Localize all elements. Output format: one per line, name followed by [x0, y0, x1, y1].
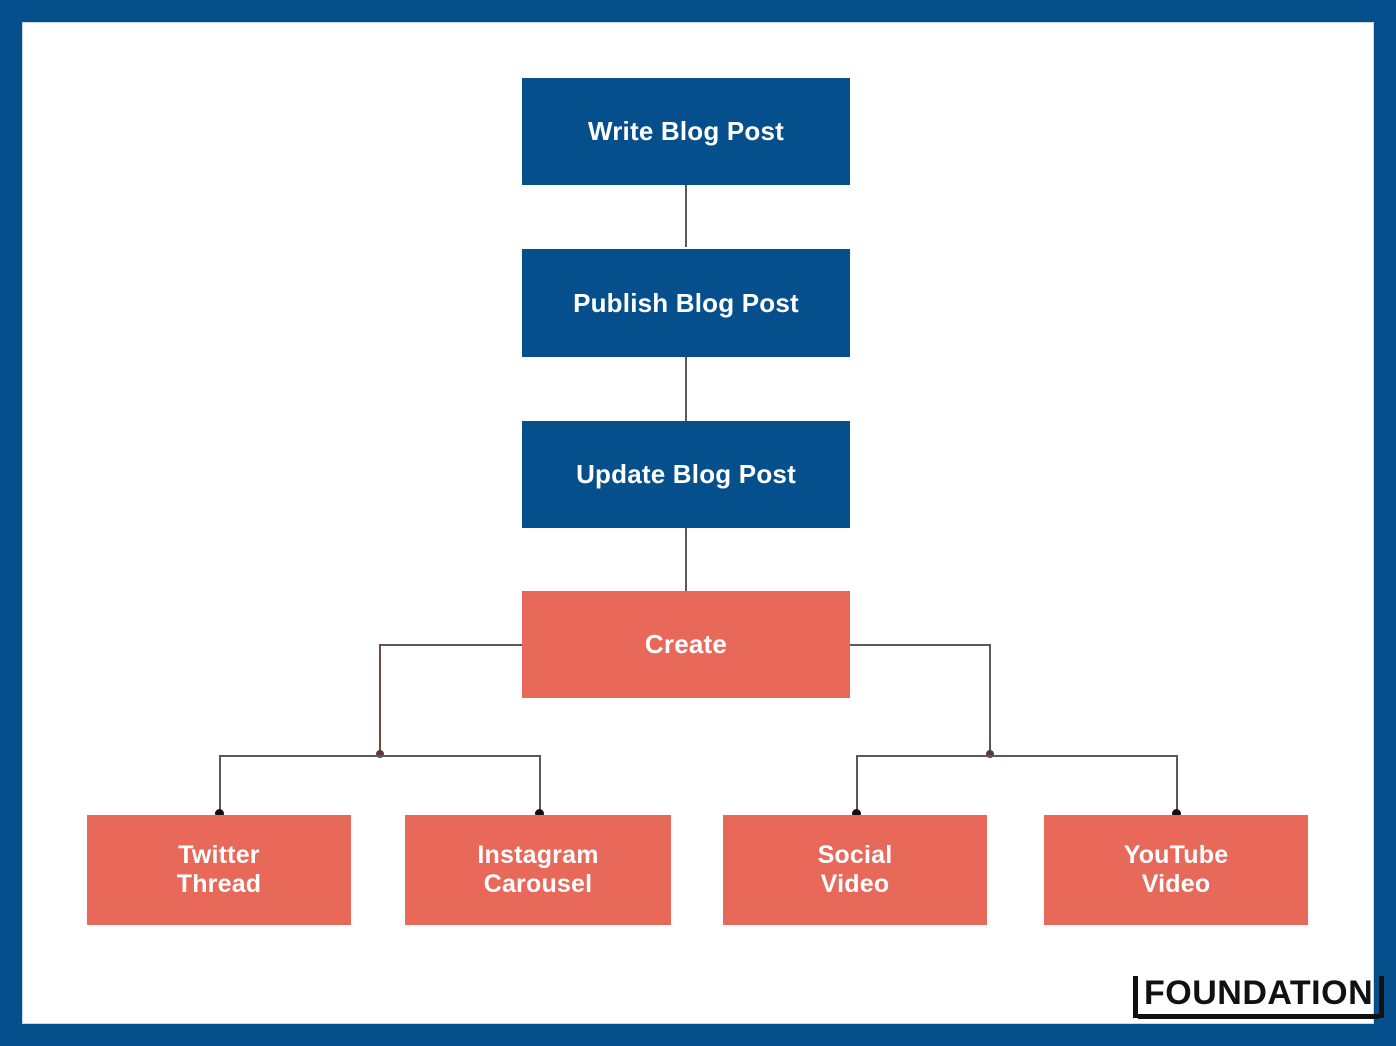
node-write-blog-post-label: Write Blog Post — [587, 116, 785, 147]
edge-to-youtube-video — [1176, 755, 1178, 815]
foundation-logo: FOUNDATION — [1133, 974, 1385, 1020]
node-instagram-carousel-label: Instagram Carousel — [477, 840, 599, 899]
edge-left-split-bar — [219, 755, 541, 757]
edge-to-instagram-carousel — [539, 755, 541, 815]
node-social-video-label: Social Video — [817, 840, 893, 899]
node-create-label: Create — [644, 629, 728, 660]
logo-right-bar — [1379, 976, 1385, 1018]
node-publish-blog-post[interactable]: Publish Blog Post — [522, 249, 850, 357]
edge-update-to-create — [685, 528, 687, 591]
arrow-dot-twitter-thread — [215, 809, 224, 818]
arrow-dot-instagram-carousel — [535, 809, 544, 818]
logo-wordmark: FOUNDATION — [1138, 975, 1380, 1019]
junction-dot-left — [376, 750, 384, 758]
edge-create-right-stem — [849, 644, 991, 646]
node-twitter-thread-label: Twitter Thread — [176, 840, 262, 899]
node-update-blog-post-label: Update Blog Post — [576, 459, 796, 490]
edge-publish-to-update — [685, 357, 687, 422]
edge-create-left-drop — [379, 644, 381, 756]
node-instagram-carousel[interactable]: Instagram Carousel — [405, 815, 671, 925]
edge-create-left-stem — [379, 644, 524, 646]
arrow-dot-youtube-video — [1172, 809, 1181, 818]
node-publish-blog-post-label: Publish Blog Post — [573, 287, 799, 318]
logo-left-bar — [1133, 976, 1138, 1018]
node-twitter-thread[interactable]: Twitter Thread — [87, 815, 351, 925]
node-write-blog-post[interactable]: Write Blog Post — [522, 78, 850, 185]
node-update-blog-post[interactable]: Update Blog Post — [522, 421, 850, 528]
node-social-video[interactable]: Social Video — [723, 815, 987, 925]
junction-dot-right — [986, 750, 994, 758]
node-create[interactable]: Create — [522, 591, 850, 698]
edge-right-split-bar — [856, 755, 1178, 757]
node-youtube-video[interactable]: YouTube Video — [1044, 815, 1308, 925]
arrow-dot-social-video — [852, 809, 861, 818]
edge-to-twitter-thread — [219, 755, 221, 815]
edge-create-right-drop — [989, 644, 991, 756]
node-youtube-video-label: YouTube Video — [1123, 840, 1229, 899]
edge-write-to-publish — [685, 185, 687, 247]
edge-to-social-video — [856, 755, 858, 815]
